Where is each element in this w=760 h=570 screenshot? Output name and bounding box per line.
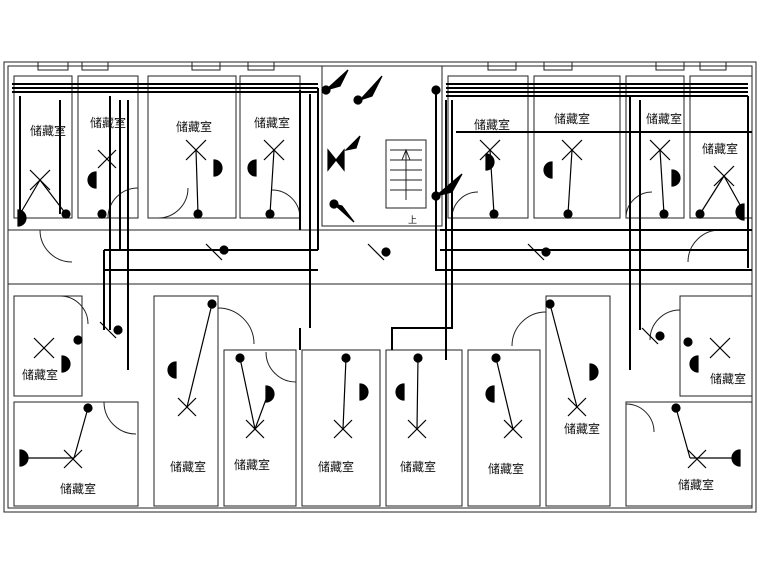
room-label-12: 储藏室 bbox=[234, 458, 271, 472]
room-label-1: 储藏室 bbox=[30, 124, 67, 138]
room-label-3: 储藏室 bbox=[176, 120, 213, 134]
room-label-15: 储藏室 bbox=[488, 462, 525, 476]
room-label-6: 储藏室 bbox=[554, 112, 591, 126]
wiring bbox=[12, 83, 752, 370]
room-label-5: 储藏室 bbox=[474, 118, 511, 132]
room-label-9: 储藏室 bbox=[22, 368, 59, 382]
room-label-2: 储藏室 bbox=[90, 116, 127, 130]
room-label-11: 储藏室 bbox=[170, 460, 207, 474]
room-label-4: 储藏室 bbox=[254, 116, 291, 130]
room-label-14: 储藏室 bbox=[400, 460, 437, 474]
room-label-10: 储藏室 bbox=[60, 482, 97, 496]
room-label-13: 储藏室 bbox=[318, 460, 355, 474]
stair-up-label: 上 bbox=[408, 216, 418, 226]
windows bbox=[37, 61, 727, 71]
room-label-17: 储藏室 bbox=[710, 372, 747, 386]
room-label-8: 储藏室 bbox=[702, 142, 739, 156]
room-label-16: 储藏室 bbox=[564, 422, 601, 436]
room-label-18: 储藏室 bbox=[678, 478, 715, 492]
stair-flight bbox=[390, 148, 422, 200]
walls bbox=[3, 61, 757, 513]
room-label-7: 储藏室 bbox=[646, 112, 683, 126]
fixtures bbox=[17, 69, 745, 469]
